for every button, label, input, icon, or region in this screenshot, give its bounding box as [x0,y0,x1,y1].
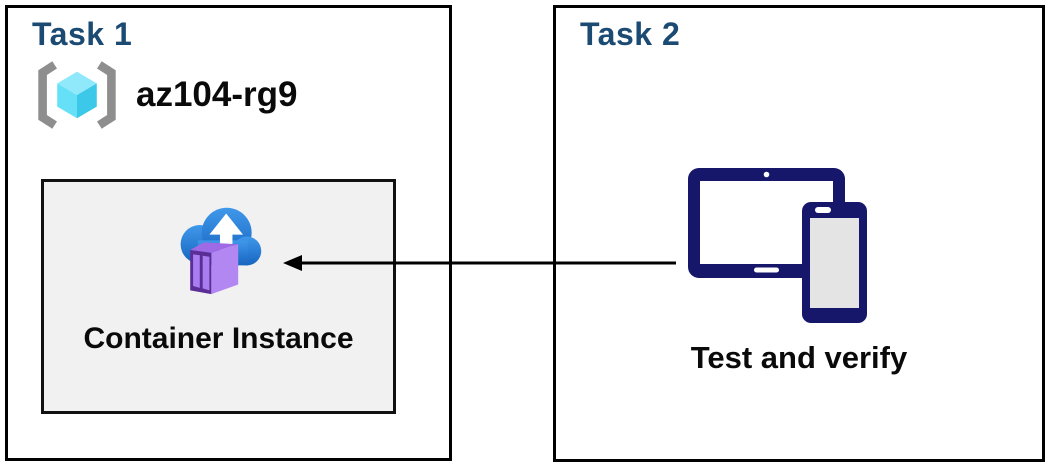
resource-group-name: az104-rg9 [136,75,298,114]
container-instance-label: Container Instance [83,322,354,355]
devices-icon-wrap [688,168,868,324]
devices-icon [688,168,867,323]
resource-group-icon [38,61,116,129]
task2-panel: Task 2 Test and verify [553,5,1045,462]
container-instance-card: Container Instance [41,179,396,414]
task1-panel: Task 1 az104-rg9 [5,5,452,461]
task2-title: Task 2 [580,16,681,52]
tablet-home-button [754,267,779,273]
task1-title: Task 1 [32,16,133,52]
connector-arrow-icon [283,255,676,271]
container-instance-icon [180,207,261,295]
phone-speaker [815,207,831,213]
resource-group: az104-rg9 [34,60,297,130]
tablet-camera-dot [763,171,770,178]
test-verify-label: Test and verify [690,340,908,375]
